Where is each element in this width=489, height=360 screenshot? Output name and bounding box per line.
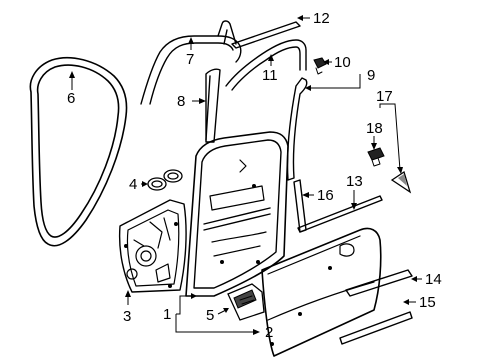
part-8-division-channel (205, 68, 221, 143)
part-3-regulator-module (118, 199, 187, 293)
callout-14: 14 (425, 271, 442, 288)
arrow-4 (142, 181, 148, 187)
callout-12: 12 (313, 10, 330, 27)
arrow-9 (305, 85, 311, 91)
arrow-17 (397, 167, 403, 174)
leader-2 (175, 314, 256, 333)
callout-17: 17 (376, 88, 393, 105)
arrow-14 (411, 276, 417, 282)
part-12-roof-rail-seal (231, 21, 301, 49)
arrow-6 (69, 71, 75, 78)
callout-9: 9 (367, 67, 375, 84)
part-9-rear-channel (286, 77, 308, 181)
arrow-11 (268, 54, 274, 61)
leader-1 (176, 295, 194, 315)
callout-16: 16 (317, 187, 334, 204)
callout-15: 15 (419, 294, 436, 311)
part-4-grommets (147, 169, 183, 191)
arrow-10 (323, 59, 329, 65)
arrow-12 (297, 15, 303, 21)
arrow-18 (371, 143, 377, 150)
part-17-applique (390, 170, 412, 194)
callout-11: 11 (262, 67, 278, 84)
part-5-latch (227, 283, 265, 321)
arrow-16 (302, 192, 309, 198)
leader-9 (308, 74, 361, 89)
callout-2: 2 (265, 324, 273, 341)
arrow-13 (351, 203, 357, 210)
callout-10: 10 (334, 54, 351, 71)
arrow-8 (199, 98, 206, 104)
callout-3: 3 (123, 308, 131, 325)
callout-6: 6 (67, 90, 75, 107)
part-10-clip (313, 57, 327, 75)
callout-4: 4 (129, 176, 137, 193)
part-6-body-weatherstrip (29, 56, 128, 247)
callout-1: 1 (163, 306, 171, 323)
arrow-2 (253, 329, 260, 335)
part-16-pillar-trim (293, 179, 307, 233)
callout-7: 7 (186, 51, 194, 68)
arrow-15 (403, 299, 409, 305)
part-14-side-molding (345, 269, 413, 297)
part-11-glass-run-channel (225, 39, 307, 91)
callout-8: 8 (177, 93, 185, 110)
callout-5: 5 (206, 307, 214, 324)
part-15-lower-molding (339, 311, 413, 345)
leader-17 (379, 103, 401, 171)
part-13-belt-molding (297, 195, 383, 233)
arrow-5 (223, 308, 229, 313)
part-18-clip (367, 147, 385, 167)
callout-13: 13 (346, 173, 363, 190)
arrow-1 (191, 293, 197, 299)
arrow-3 (125, 290, 131, 297)
callout-18: 18 (366, 120, 383, 137)
part-7-frame-seal (140, 20, 242, 105)
arrow-7 (188, 37, 194, 44)
part-1-door-frame (185, 131, 289, 297)
